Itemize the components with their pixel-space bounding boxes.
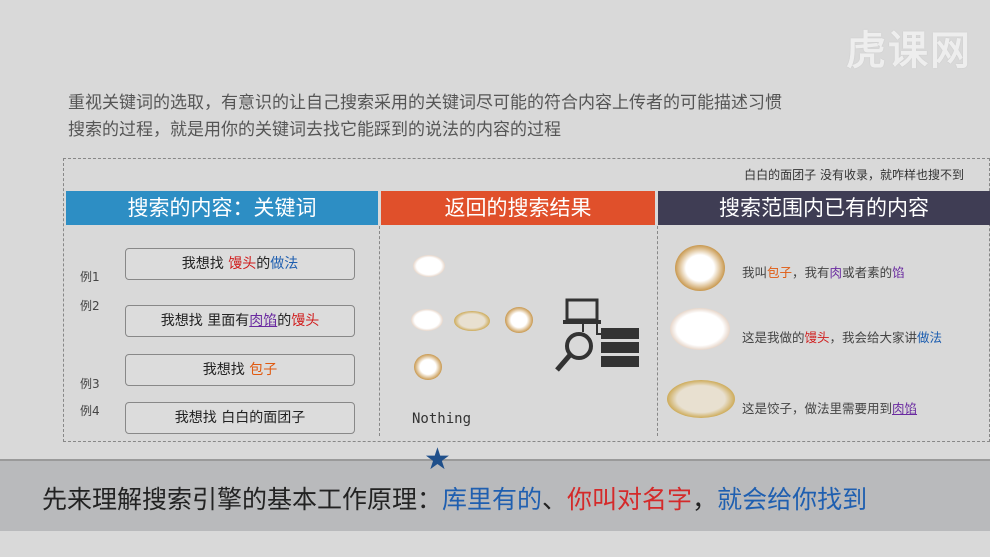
content-description: 我叫包子，我有肉或者素的馅 [742,262,905,281]
text-segment: 包子 [767,265,793,280]
mantou-image [413,255,445,277]
logo-watermark: 虎课网 [846,28,972,74]
text-segment: 我想找 [181,256,229,272]
text-segment: 库里有的 [442,485,543,514]
text-segment: 做法 [917,330,943,345]
baozi-image [675,245,725,291]
mantou-image [411,309,443,331]
text-segment: 我想找 白白的面团子 [174,410,306,426]
example-label: 例4 [80,404,100,418]
text-segment: ，我有 [792,265,830,280]
divider [379,226,380,436]
text-segment: 这是我做的 [742,330,805,345]
header-keywords: 搜索的内容：关键词 [66,191,378,225]
dumpling-image [454,311,490,331]
text-segment: 做法 [270,256,299,272]
text-segment: 我想找 [202,362,250,378]
text-segment: 或者素的 [842,265,893,280]
text-segment: ，我会给大家讲 [829,330,918,345]
example-bubble: 我想找 馒头的做法 [125,248,355,280]
text-segment: 先来理解搜索引擎的基本工作原理： [42,485,443,514]
intro-line: 搜索的过程，就是用你的关键词去找它能踩到的说法的内容的过程 [68,120,561,140]
text-segment: 的 [256,256,271,272]
text-segment: 就会给你找到 [717,485,868,514]
example-bubble: 我想找 包子 [125,354,355,386]
star-icon: ★ [424,442,451,477]
intro-line: 重视关键词的选取，有意识的让自己搜索采用的关键词尽可能的符合内容上传者的可能描述… [68,93,782,113]
baozi-image [505,307,533,333]
text-segment: 的 [277,313,292,329]
dumpling-image [667,380,735,418]
summary-text: 先来理解搜索引擎的基本工作原理：库里有的、你叫对名字，就会给你找到 [42,480,867,516]
text-segment: 肉馅 [249,313,278,329]
example-label: 例3 [80,377,100,391]
text-segment: 肉 [829,265,843,280]
text-segment: 肉馅 [892,401,918,416]
no-results-text: Nothing [412,411,472,427]
intro-text: 重视关键词的选取，有意识的让自己搜索采用的关键词尽可能的符合内容上传者的可能描述… [68,90,782,144]
server-icon [582,324,639,367]
header-existing: 搜索范围内已有的内容 [658,191,990,225]
summary-band [0,459,990,531]
baozi-image [414,354,442,380]
example-bubble: 我想找 白白的面团子 [125,402,355,434]
computer-icon [563,298,601,324]
divider [657,226,658,436]
content-description: 这是我做的馒头，我会给大家讲做法 [742,327,942,346]
content-description: 这是饺子，做法里需要用到肉馅 [742,398,917,417]
magnifier-icon [555,332,593,372]
text-segment: ， [692,485,718,514]
note-text: 白白的面团子 没有收录，就咋样也搜不到 [744,168,964,182]
header-results: 返回的搜索结果 [381,191,655,225]
mantou-image [670,308,730,350]
text-segment: 你叫对名字 [567,485,693,514]
example-bubble: 我想找 里面有肉馅的馒头 [125,305,355,337]
text-segment: 、 [542,485,568,514]
text-segment: 馒头 [291,313,320,329]
text-segment: 包子 [249,362,278,378]
text-segment: 我叫 [742,265,768,280]
search-server-illustration [555,298,639,372]
text-segment: 我想找 里面有 [160,313,250,329]
example-label: 例1 [80,270,100,284]
text-segment: 这是饺子，做法里需要用到 [742,401,893,416]
example-label: 例2 [80,299,100,313]
text-segment: 馒头 [228,256,257,272]
text-segment: 馒头 [804,330,830,345]
text-segment: 馅 [892,265,905,280]
